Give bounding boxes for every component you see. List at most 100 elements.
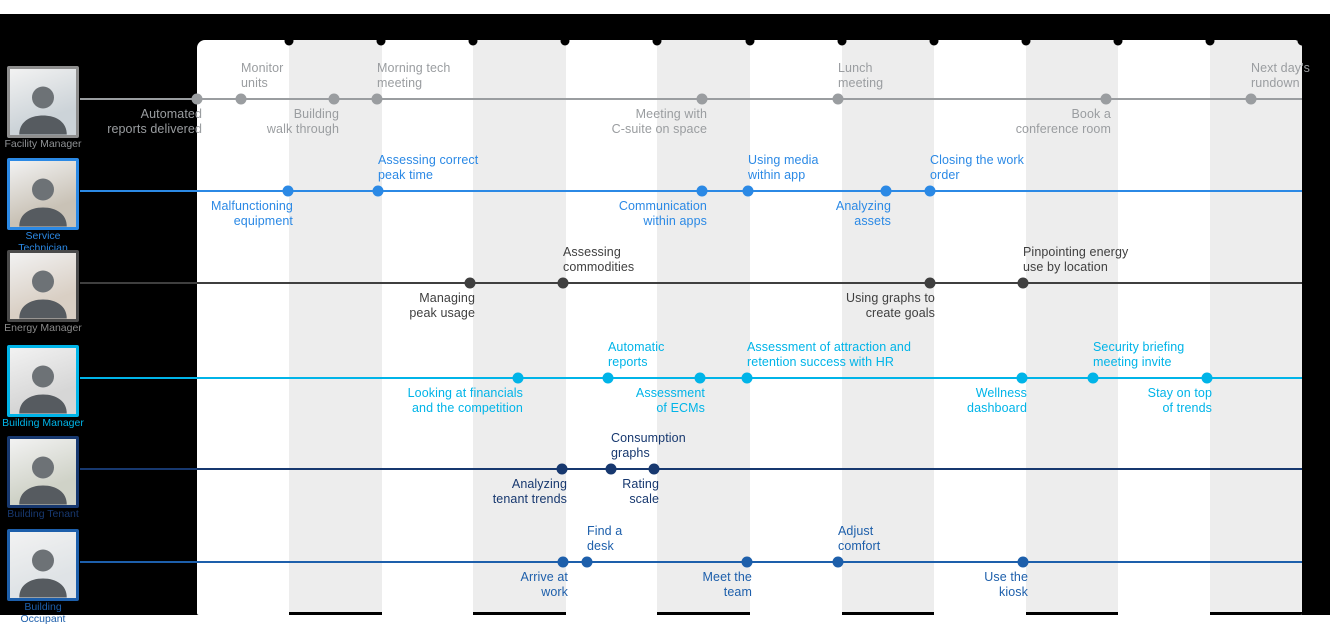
event-dot [742, 185, 754, 197]
avatar [7, 529, 79, 601]
event-label: Automatic reports [608, 340, 665, 369]
event-dot [741, 372, 753, 384]
time-column-stripe [1025, 40, 1119, 615]
event-dot [191, 93, 203, 105]
event-label: Analyzing assets [835, 199, 891, 228]
person-silhouette-icon [19, 86, 67, 135]
event-dot [371, 93, 383, 105]
persona-name-label: Building Manager [2, 417, 84, 429]
event-dot [1201, 372, 1213, 384]
event-dot [832, 556, 844, 568]
event-label: Wellness dashboard [967, 386, 1027, 415]
persona-timeline-line [80, 98, 1302, 100]
event-dot [372, 185, 384, 197]
event-dot [741, 556, 753, 568]
event-dot [694, 372, 706, 384]
person-silhouette-icon [19, 270, 67, 319]
event-label: Book a conference room [1015, 107, 1111, 136]
event-dot [924, 185, 936, 197]
time-tick-dot [560, 36, 570, 46]
person-silhouette-icon [19, 456, 67, 505]
time-column-stripe [289, 40, 382, 615]
time-column-stripe [841, 40, 935, 615]
time-tick-dot [1021, 36, 1031, 46]
event-label: Automated reports delivered [107, 107, 202, 136]
persona-timeline-line [80, 282, 1302, 284]
event-dot [328, 93, 340, 105]
event-label: Analyzing tenant trends [492, 477, 567, 506]
event-label: Malfunctioning equipment [210, 199, 293, 228]
time-column-stripe [1118, 40, 1211, 615]
persona-name-label: Building Tenant [7, 508, 79, 520]
time-tick-dot [837, 36, 847, 46]
avatar [7, 436, 79, 508]
event-dot [1016, 372, 1028, 384]
time-column-stripe [1209, 40, 1302, 615]
event-label: Assessing correct peak time [378, 153, 479, 182]
event-dot [512, 372, 524, 384]
event-label: Next day's rundown [1251, 61, 1310, 90]
event-dot [282, 185, 294, 197]
persona-name-label: Building Occupant [20, 601, 66, 625]
time-tick-dot [929, 36, 939, 46]
event-label: Using graphs to create goals [845, 291, 935, 320]
avatar [7, 250, 79, 322]
event-dot [464, 277, 476, 289]
event-label: Managing peak usage [409, 291, 475, 320]
event-dot [1017, 277, 1029, 289]
event-dot [557, 556, 569, 568]
event-label: Arrive at work [520, 570, 568, 599]
event-label: Communication within apps [618, 199, 707, 228]
time-tick-dot [284, 36, 294, 46]
avatar [7, 345, 79, 417]
time-tick-dot [468, 36, 478, 46]
event-label: Assessment of ECMs [635, 386, 705, 415]
event-label: Use the kiosk [984, 570, 1028, 599]
event-label: Building walk through [266, 107, 339, 136]
time-tick-dot [1297, 36, 1307, 46]
timeline-panel [197, 40, 1302, 615]
time-column-stripe [657, 40, 750, 615]
event-dot [696, 93, 708, 105]
person-silhouette-icon [19, 178, 67, 227]
event-dot [605, 463, 617, 475]
event-dot [557, 277, 569, 289]
time-tick-dot [1113, 36, 1123, 46]
persona-timeline-line [80, 377, 1302, 379]
time-tick-dot [1205, 36, 1215, 46]
event-label: Adjust comfort [838, 524, 881, 553]
time-tick-dot [376, 36, 386, 46]
time-tick-dot [652, 36, 662, 46]
event-dot [1100, 93, 1112, 105]
event-dot [832, 93, 844, 105]
event-label: Assessing commodities [563, 245, 635, 274]
event-dot [602, 372, 614, 384]
event-label: Consumption graphs [611, 431, 686, 460]
event-dot [1087, 372, 1099, 384]
event-label: Closing the work order [930, 153, 1025, 182]
persona-name-label: Energy Manager [4, 322, 82, 334]
event-label: Meet the team [702, 570, 752, 599]
event-label: Find a desk [587, 524, 623, 553]
event-label: Meeting with C-suite on space [611, 107, 707, 136]
persona-timeline-line [80, 190, 1302, 192]
time-column-stripe [750, 40, 843, 615]
person-silhouette-icon [19, 549, 67, 598]
event-label: Lunch meeting [838, 61, 884, 90]
event-dot [1245, 93, 1257, 105]
event-dot [696, 185, 708, 197]
time-tick-dot [745, 36, 754, 46]
event-dot [1017, 556, 1029, 568]
event-dot [648, 463, 660, 475]
event-dot [581, 556, 593, 568]
persona-timeline-line [80, 468, 1302, 470]
event-label: Morning tech meeting [377, 61, 451, 90]
event-label: Using media within app [748, 153, 819, 182]
event-label: Monitor units [241, 61, 284, 90]
event-dot [924, 277, 936, 289]
event-label: Security briefing meeting invite [1093, 340, 1185, 369]
person-silhouette-icon [19, 365, 67, 414]
event-label: Pinpointing energy use by location [1023, 245, 1129, 274]
event-label: Rating scale [622, 477, 659, 506]
